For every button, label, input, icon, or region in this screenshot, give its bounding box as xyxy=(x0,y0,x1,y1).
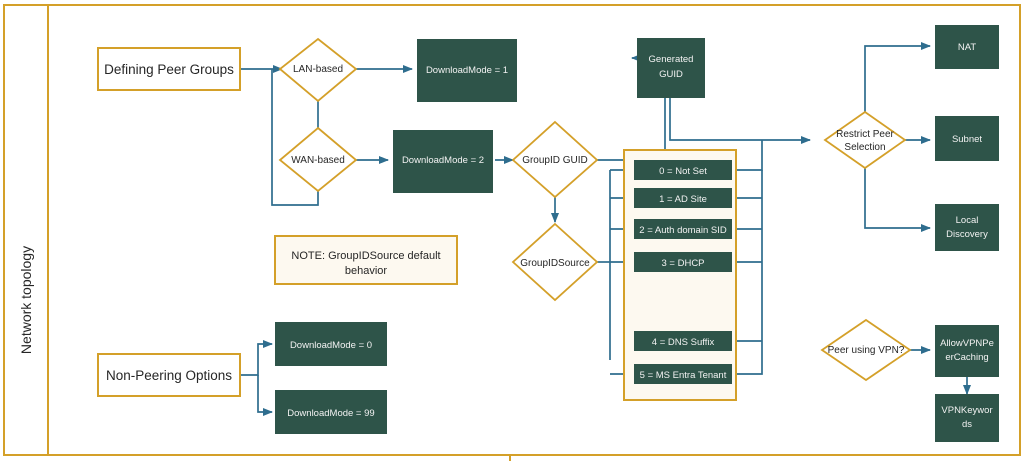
node-download-mode-2[interactable]: DownloadMode = 2 xyxy=(393,130,493,193)
node-download-mode-1[interactable]: DownloadMode = 1 xyxy=(417,39,517,102)
vpn-keywords-line1: VPNKeywor xyxy=(941,405,992,416)
groupidsource-options-container xyxy=(623,149,737,401)
option-2[interactable]: 2 = Auth domain SID xyxy=(634,219,732,239)
decision-peer-using-vpn[interactable]: Peer using VPN? xyxy=(820,318,912,382)
option-5-label: 5 = MS Entra Tenant xyxy=(640,370,727,381)
node-defining-peer-groups[interactable]: Defining Peer Groups xyxy=(97,47,241,91)
decision-lan-based[interactable]: LAN-based xyxy=(278,37,358,103)
decision-groupid-guid[interactable]: GroupID GUID xyxy=(511,120,599,199)
restrict-peer-selection-line2: Selection xyxy=(844,142,885,153)
option-3[interactable]: 3 = DHCP xyxy=(634,252,732,272)
decision-wan-based[interactable]: WAN-based xyxy=(278,126,358,193)
option-0-label: 0 = Not Set xyxy=(659,166,707,177)
node-subnet[interactable]: Subnet xyxy=(935,116,999,161)
download-mode-1-label: DownloadMode = 1 xyxy=(426,65,508,76)
lan-based-label: LAN-based xyxy=(293,64,343,75)
local-discovery-line1: Local xyxy=(956,215,979,226)
subnet-label: Subnet xyxy=(952,134,982,145)
wan-based-label: WAN-based xyxy=(291,155,345,166)
node-generated-guid[interactable]: Generated GUID xyxy=(637,38,705,98)
non-peering-options-label: Non-Peering Options xyxy=(106,368,232,383)
generated-guid-label-line2: GUID xyxy=(659,69,683,80)
allow-vpn-peer-caching-line2: erCaching xyxy=(945,352,988,363)
option-3-label: 3 = DHCP xyxy=(661,258,704,269)
download-mode-0-label: DownloadMode = 0 xyxy=(290,340,372,351)
node-local-discovery[interactable]: Local Discovery xyxy=(935,204,999,251)
download-mode-2-label: DownloadMode = 2 xyxy=(402,155,484,166)
section-label: Network topology xyxy=(18,246,34,354)
node-allow-vpn-peer-caching[interactable]: AllowVPNPe erCaching xyxy=(935,325,999,377)
decision-restrict-peer-selection[interactable]: Restrict Peer Selection xyxy=(823,110,907,170)
node-nat[interactable]: NAT xyxy=(935,25,999,69)
option-0[interactable]: 0 = Not Set xyxy=(634,160,732,180)
node-vpn-keywords[interactable]: VPNKeywor ds xyxy=(935,394,999,442)
option-1[interactable]: 1 = AD Site xyxy=(634,188,732,208)
option-2-label: 2 = Auth domain SID xyxy=(639,225,727,236)
allow-vpn-peer-caching-line1: AllowVPNPe xyxy=(940,338,994,349)
local-discovery-line2: Discovery xyxy=(946,229,988,240)
option-5[interactable]: 5 = MS Entra Tenant xyxy=(634,364,732,384)
node-download-mode-99[interactable]: DownloadMode = 99 xyxy=(275,390,387,434)
peer-using-vpn-label: Peer using VPN? xyxy=(828,345,905,356)
groupidsource-label: GroupIDSource xyxy=(520,258,590,269)
defining-peer-groups-label: Defining Peer Groups xyxy=(104,62,234,77)
note-groupidsource-default: NOTE: GroupIDSource default behavior xyxy=(274,235,458,285)
groupid-guid-label: GroupID GUID xyxy=(522,155,588,166)
nat-label: NAT xyxy=(958,42,976,53)
decision-groupidsource[interactable]: GroupIDSource xyxy=(511,222,599,302)
vpn-keywords-line2: ds xyxy=(962,419,972,430)
option-4[interactable]: 4 = DNS Suffix xyxy=(634,331,732,351)
generated-guid-label-line1: Generated xyxy=(649,54,694,65)
node-non-peering-options[interactable]: Non-Peering Options xyxy=(97,353,241,397)
option-4-label: 4 = DNS Suffix xyxy=(652,337,715,348)
note-line-1: NOTE: GroupIDSource default xyxy=(291,250,440,262)
download-mode-99-label: DownloadMode = 99 xyxy=(287,408,374,419)
option-1-label: 1 = AD Site xyxy=(659,194,707,205)
restrict-peer-selection-line1: Restrict Peer xyxy=(836,129,894,140)
note-line-2: behavior xyxy=(345,265,388,277)
node-download-mode-0[interactable]: DownloadMode = 0 xyxy=(275,322,387,366)
